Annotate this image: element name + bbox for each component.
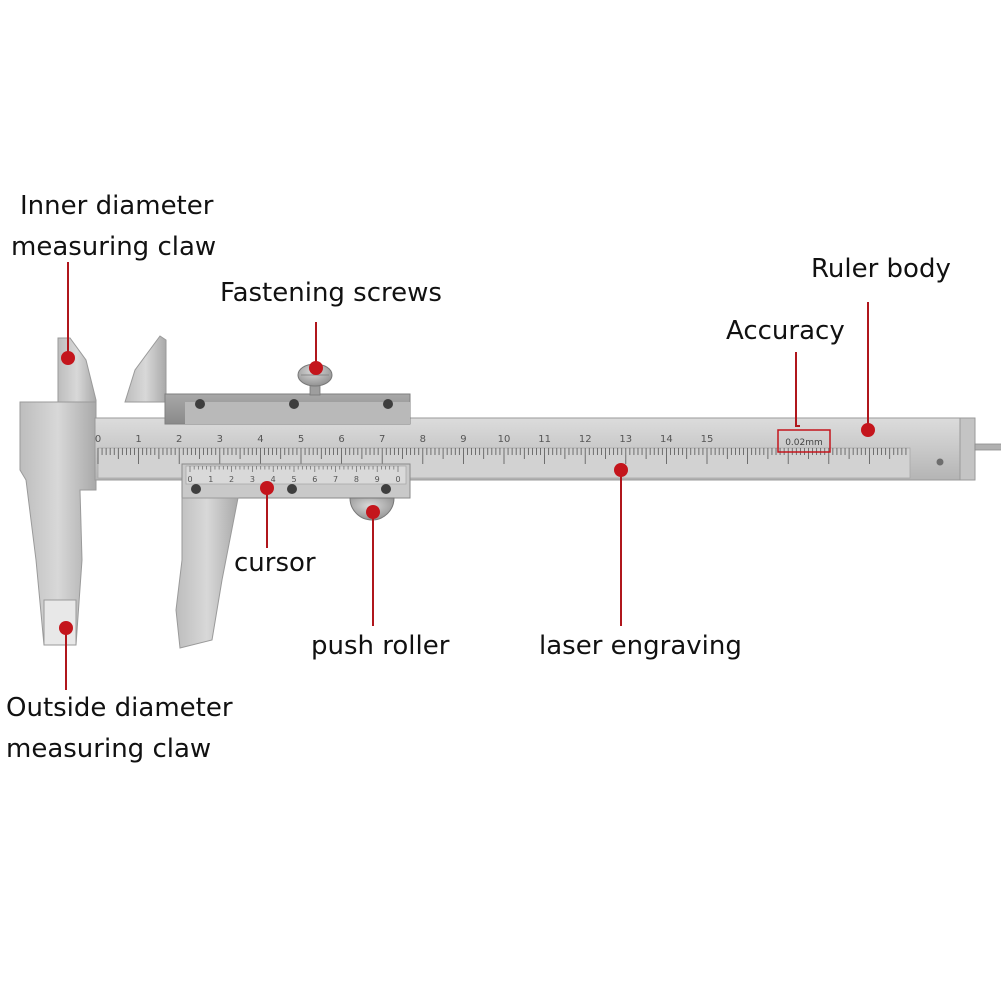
marker-ruler-body (861, 423, 875, 437)
main-scale-number: 3 (217, 434, 223, 445)
leader-accuracy (795, 352, 800, 427)
vernier-scale-number: 6 (312, 475, 317, 484)
label-push-roller: push roller (311, 631, 450, 661)
markers (59, 351, 875, 635)
main-scale-number: 13 (619, 434, 632, 445)
accuracy-box (777, 429, 831, 453)
accuracy-box-text: 0.02mm (785, 438, 823, 448)
marker-fastening-screws (309, 361, 323, 375)
vernier-scale-numbers: 0 1 2 3 4 5 6 7 8 9 0 (187, 475, 400, 484)
vernier-scale-number: 5 (291, 475, 296, 484)
vernier-scale-number: 0 (395, 475, 400, 484)
main-scale-number: 0 (95, 434, 101, 445)
vernier-scale-ticks (189, 466, 399, 472)
vernier-scale-number: 4 (271, 475, 276, 484)
vernier-scale-number: 8 (354, 475, 359, 484)
label-inner-claw-line1: Inner diameter (20, 191, 214, 221)
main-scale-number: 12 (579, 434, 592, 445)
marker-push-roller (366, 505, 380, 519)
marker-cursor (260, 481, 274, 495)
vernier-scale-number: 3 (250, 475, 255, 484)
slider-top (164, 363, 411, 425)
fixed-jaw (19, 337, 97, 646)
marker-inner-claw (61, 351, 75, 365)
main-scale-number: 4 (257, 434, 263, 445)
label-cursor: cursor (234, 548, 316, 578)
vernier-scale-number: 1 (208, 475, 213, 484)
main-scale-number: 8 (420, 434, 426, 445)
main-scale-number: 10 (498, 434, 511, 445)
label-inner-claw-line2: measuring claw (11, 232, 217, 262)
main-scale-number: 2 (176, 434, 182, 445)
marker-laser-engraving (614, 463, 628, 477)
label-ruler-body: Ruler body (811, 254, 951, 284)
vernier-scale-number: 7 (333, 475, 338, 484)
leader-lines (65, 262, 869, 690)
vernier-scale-number: 9 (375, 475, 380, 484)
label-outside-claw-line2: measuring claw (6, 734, 212, 764)
fastening-screw (297, 363, 333, 387)
main-scale-number: 14 (660, 434, 673, 445)
main-scale-number: 5 (298, 434, 304, 445)
main-scale-number: 11 (538, 434, 551, 445)
vernier-scale-number: 2 (229, 475, 234, 484)
marker-outside-claw (59, 621, 73, 635)
label-laser-engraving: laser engraving (539, 631, 742, 661)
label-accuracy: Accuracy (726, 316, 845, 346)
main-scale-number: 9 (460, 434, 466, 445)
main-scale-number: 15 (701, 434, 714, 445)
inner-claw-movable (124, 335, 167, 403)
label-fastening-screws: Fastening screws (220, 278, 442, 308)
vernier-scale-number: 0 (187, 475, 192, 484)
label-outside-claw-line1: Outside diameter (6, 693, 233, 723)
cursor-slider: 0 1 2 3 4 5 6 7 8 9 0 (175, 463, 411, 649)
main-scale-number: 7 (379, 434, 385, 445)
main-scale-number: 6 (338, 434, 344, 445)
main-scale-ticks (97, 448, 907, 464)
main-scale-number: 1 (135, 434, 141, 445)
